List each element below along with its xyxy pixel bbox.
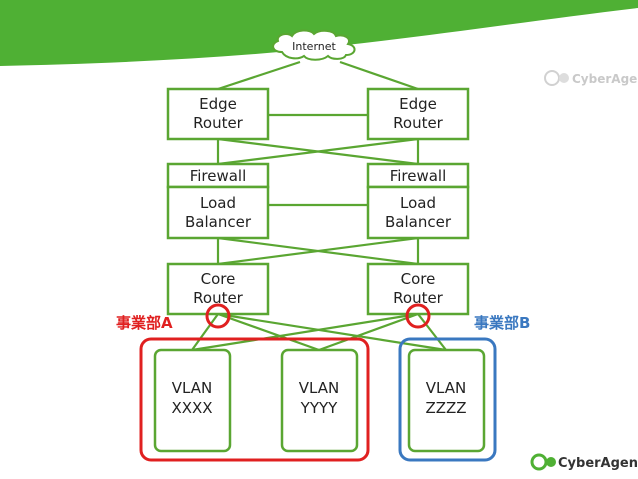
vlan-zzzz-line2: ZZZZ	[425, 399, 466, 417]
cyberagent-logo-bottom: CyberAgent	[530, 453, 638, 471]
core-router-left-line1: Core	[201, 270, 236, 288]
internet-cloud: Internet	[272, 29, 356, 61]
logo-mark-icon	[544, 70, 560, 86]
edge-router-right: Edge Router	[366, 87, 470, 141]
vlan-zzzz: VLAN ZZZZ	[407, 348, 486, 453]
firewall-left-label: Firewall	[190, 167, 247, 185]
logo-bottom-text: CyberAgent	[558, 456, 638, 471]
core-router-left: Core Router	[166, 262, 270, 316]
load-balancer-left: Load Balancer	[166, 185, 270, 240]
logo-top-text: CyberAgent	[572, 72, 638, 86]
core-right-port-circle	[405, 303, 431, 329]
group-b-label: 事業部B	[474, 314, 530, 332]
core-router-right-line2: Router	[393, 289, 444, 307]
edge-router-right-line2: Router	[393, 114, 444, 132]
firewall-right: Firewall	[366, 162, 470, 189]
firewall-right-label: Firewall	[390, 167, 447, 185]
firewall-left: Firewall	[166, 162, 270, 189]
load-balancer-left-line1: Load	[200, 194, 236, 212]
internet-label: Internet	[292, 40, 336, 53]
core-left-port-circle	[205, 303, 231, 329]
cyberagent-logo-top: CyberAgent	[544, 70, 638, 86]
logo-mark-bottom-icon	[530, 453, 548, 471]
vlan-yyyy-line1: VLAN	[299, 379, 339, 397]
edge-router-left-line2: Router	[193, 114, 244, 132]
load-balancer-right: Load Balancer	[366, 185, 470, 240]
edge-router-left-line1: Edge	[199, 95, 237, 113]
vlan-zzzz-line1: VLAN	[426, 379, 466, 397]
load-balancer-left-line2: Balancer	[185, 213, 252, 231]
core-router-right-line1: Core	[401, 270, 436, 288]
core-router-right: Core Router	[366, 262, 470, 316]
vlan-xxxx-line1: VLAN	[172, 379, 212, 397]
group-a-outline	[139, 337, 370, 462]
vlan-xxxx: VLAN XXXX	[153, 348, 232, 453]
group-a-label: 事業部A	[116, 314, 173, 332]
load-balancer-right-line2: Balancer	[385, 213, 452, 231]
group-b-outline	[398, 337, 497, 462]
edge-router-left: Edge Router	[166, 87, 270, 141]
vlan-xxxx-line2: XXXX	[171, 399, 212, 417]
vlan-yyyy-line2: YYYY	[300, 399, 338, 417]
vlan-yyyy: VLAN YYYY	[280, 348, 359, 453]
connection-lines	[191, 60, 447, 352]
core-router-left-line2: Router	[193, 289, 244, 307]
load-balancer-right-line1: Load	[400, 194, 436, 212]
edge-router-right-line1: Edge	[399, 95, 437, 113]
cloud-icon	[272, 29, 356, 61]
